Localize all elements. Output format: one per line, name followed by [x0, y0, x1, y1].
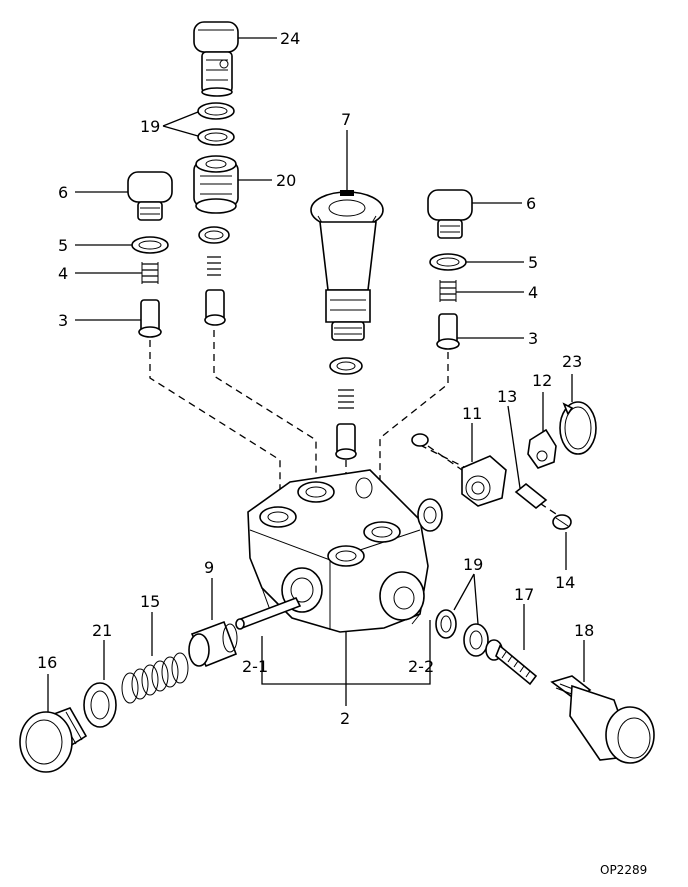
callout-2-1: 2-1: [242, 657, 268, 676]
drawing-code: OP2289: [600, 863, 647, 877]
callout-21: 21: [92, 621, 112, 640]
small-screw-left: [411, 433, 463, 471]
callout-3-right: 3: [528, 329, 538, 348]
part-2-1-pin: [235, 596, 302, 630]
part-7-priming-pump: [310, 190, 384, 341]
callout-11: 11: [462, 404, 482, 423]
leader-lines: [47, 37, 585, 712]
callout-19-right: 19: [463, 555, 483, 574]
callout-4-right: 4: [528, 283, 538, 302]
callout-17: 17: [514, 585, 534, 604]
callout-9: 9: [204, 558, 214, 577]
part-23-snap-ring: [559, 401, 597, 455]
callout-7: 7: [341, 110, 351, 129]
part-5-gasket-left: [131, 236, 169, 254]
callout-20: 20: [276, 171, 296, 190]
callout-19-top: 19: [140, 117, 160, 136]
callout-6-right: 6: [526, 194, 536, 213]
callout-15: 15: [140, 592, 160, 611]
part-24-banjo-bolt: [193, 21, 239, 97]
part-6-plug-left: [127, 171, 173, 221]
callout-5-right: 5: [528, 253, 538, 272]
callout-5-left: 5: [58, 236, 68, 255]
callout-16: 16: [37, 653, 57, 672]
part-13-pin: [514, 482, 548, 510]
callout-14: 14: [555, 573, 575, 592]
part-6-plug-right: [427, 189, 473, 239]
callout-12: 12: [532, 371, 552, 390]
part-5-gasket-right: [429, 253, 467, 271]
middle-left-stack: [198, 226, 230, 326]
callout-3-left: 3: [58, 311, 68, 330]
part-16-plug: [19, 707, 88, 773]
part-3-valve-right: [436, 313, 460, 350]
part-19-gaskets-right: [435, 609, 489, 657]
callout-4-left: 4: [58, 264, 68, 283]
callout-labels: 24 19 7 20 6 5 4 3 6 5 4 3 23 12 13 11 1…: [37, 29, 647, 877]
callout-6-left: 6: [58, 183, 68, 202]
part-15-spring: [121, 652, 189, 704]
body-gasket: [417, 498, 443, 532]
part-17-screw: [485, 639, 538, 686]
part-12-collar: [527, 428, 557, 469]
part-9-sleeve: [188, 620, 238, 668]
callout-23: 23: [562, 352, 582, 371]
callout-13: 13: [497, 387, 517, 406]
callout-2-2: 2-2: [408, 657, 434, 676]
part-3-valve-left: [138, 299, 162, 338]
part-18-plug: [550, 675, 655, 764]
middle-center-stack: [329, 357, 363, 460]
part-21-gasket: [83, 682, 117, 728]
part-20-fitting: [193, 155, 239, 214]
callout-18: 18: [574, 621, 594, 640]
part-4-spring-left: [141, 262, 159, 284]
part-4-spring-right: [439, 280, 457, 302]
part-19-gaskets-top: [197, 102, 235, 146]
callout-2: 2: [340, 709, 350, 728]
part-14-screw: [552, 514, 572, 530]
part-11-bracket: [461, 455, 507, 507]
part-2-pump-body: [247, 469, 429, 633]
callout-24: 24: [280, 29, 300, 48]
